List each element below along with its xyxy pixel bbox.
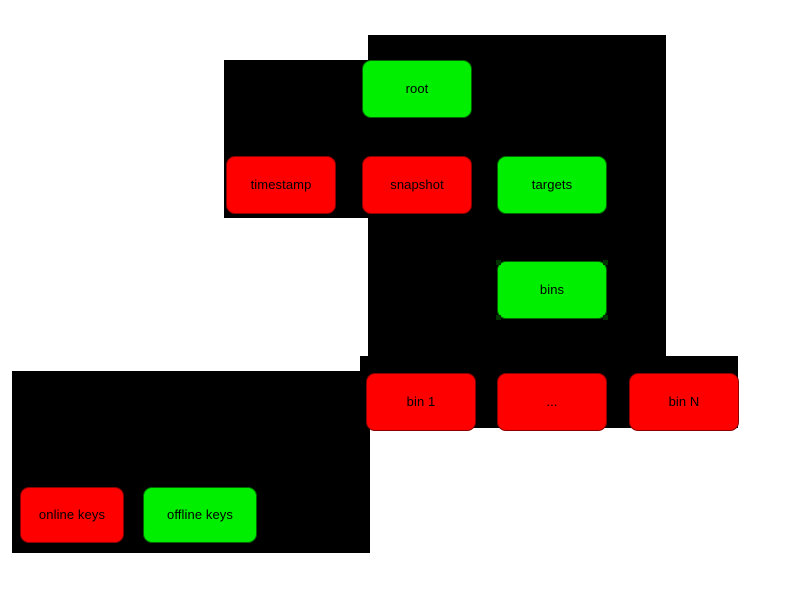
- node-bins[interactable]: bins: [496, 260, 608, 320]
- node-targets[interactable]: targets: [497, 156, 607, 214]
- node-root[interactable]: root: [362, 60, 472, 118]
- node-bin-n[interactable]: bin N: [629, 373, 739, 431]
- node-bin-1[interactable]: bin 1: [366, 373, 476, 431]
- node-bin-ellipsis[interactable]: ...: [497, 373, 607, 431]
- node-snapshot[interactable]: snapshot: [362, 156, 472, 214]
- node-timestamp[interactable]: timestamp: [226, 156, 336, 214]
- node-offline-keys[interactable]: offline keys: [143, 487, 257, 543]
- node-online-keys[interactable]: online keys: [20, 487, 124, 543]
